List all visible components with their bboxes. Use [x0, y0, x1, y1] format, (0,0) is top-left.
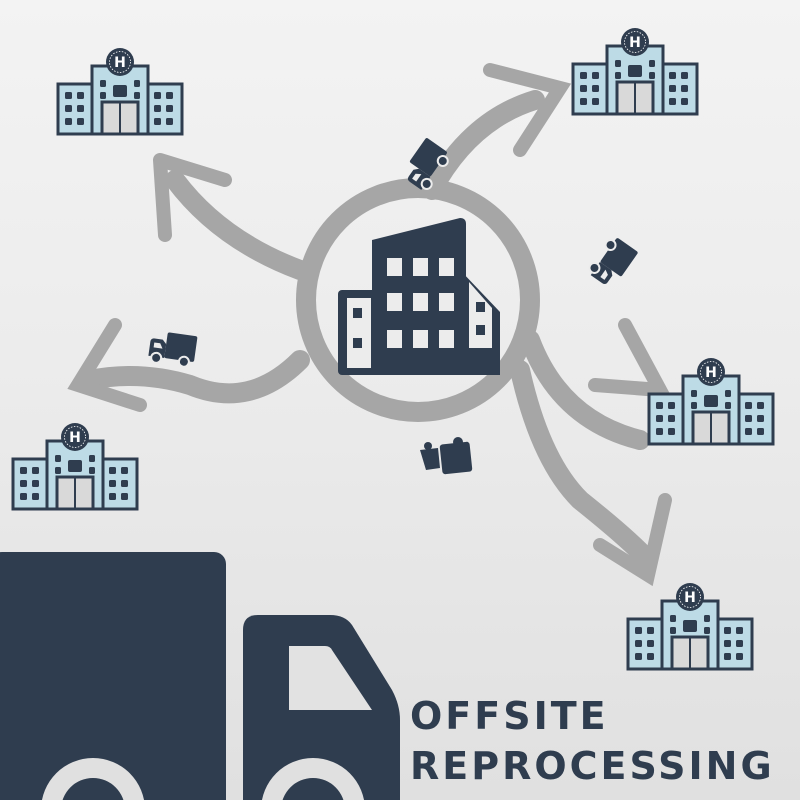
hospital-icon-left	[11, 421, 139, 511]
title-line-1: OFFSITE	[410, 694, 609, 738]
clipboard-icon	[420, 437, 473, 475]
office-building-icon	[338, 218, 500, 375]
distribution-arrows	[67, 63, 673, 587]
hospital-icon-bottom-right	[626, 581, 754, 671]
hospital-icon-top-right	[571, 26, 699, 116]
delivery-truck-icon	[584, 232, 640, 291]
hospital-icon-top-left	[56, 46, 184, 136]
title-line-2: REPROCESSING	[410, 744, 775, 788]
hospital-icon-right	[647, 356, 775, 446]
delivery-truck-icon	[146, 329, 199, 370]
center-ring	[296, 178, 540, 422]
page-title: OFFSITE REPROCESSING	[410, 697, 775, 785]
large-delivery-truck-icon	[0, 552, 400, 800]
